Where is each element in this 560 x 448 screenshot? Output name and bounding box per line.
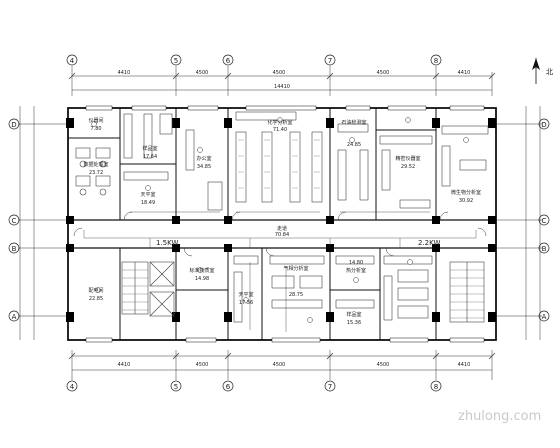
axis-label: 4: [70, 383, 75, 391]
room-name: 仪器间: [88, 117, 103, 124]
corridor-label: 走道: [277, 225, 287, 232]
room-name: 气相分析室: [283, 265, 308, 272]
axis-label: 7: [328, 383, 332, 391]
axis-label: C: [12, 217, 17, 225]
dimension-text: 4410: [458, 362, 471, 368]
axis-label: 8: [434, 383, 438, 391]
dimension-text: 4500: [273, 362, 286, 368]
room-area: 28.75: [289, 292, 303, 298]
room-area: 71.40: [273, 127, 287, 133]
dimension-text: 4500: [273, 70, 286, 76]
room-name: 化学分析室: [267, 119, 292, 126]
axis-label: 6: [226, 57, 231, 65]
axis-label: A: [542, 313, 547, 321]
room-area: 15.36: [347, 320, 361, 326]
dimension-text: 4500: [377, 70, 390, 76]
axis-bubbles-bottom: [66, 380, 442, 392]
room-area: 18.49: [141, 200, 155, 206]
load-label-left: 1.5KW: [156, 239, 178, 247]
axis-label: 5: [174, 57, 178, 65]
dimension-text: 4410: [458, 70, 471, 76]
room-area: 14.80: [349, 260, 363, 266]
lighting-fixtures: [91, 117, 469, 323]
room-name: 热分析室: [346, 267, 366, 274]
overall-dimension: 14410: [274, 84, 290, 90]
room-area: 23.72: [89, 170, 103, 176]
dimension-lines: [18, 66, 542, 380]
dimension-text: 4500: [377, 362, 390, 368]
room-area: 14.98: [195, 276, 209, 282]
room-area: 34.85: [197, 164, 211, 170]
room-area: 22.85: [89, 296, 103, 302]
room-name: 数据处理室: [83, 161, 108, 168]
room-area: 29.52: [401, 164, 415, 170]
room-area: 17.64: [143, 154, 157, 160]
stair-treads: [122, 269, 484, 319]
dimension-ticks: [68, 72, 496, 360]
room-name: 样品室: [142, 145, 157, 152]
axis-bubbles-side: [8, 118, 550, 322]
axis-label: A: [12, 313, 17, 321]
axis-label: C: [542, 217, 547, 225]
axis-label: B: [542, 245, 547, 253]
dimension-text: 4410: [118, 70, 131, 76]
axis-label: D: [541, 121, 546, 129]
corridor-area: 70.84: [275, 232, 289, 238]
axis-label: 8: [434, 57, 438, 65]
axis-label: 7: [328, 57, 332, 65]
room-area: 7.80: [90, 126, 101, 132]
room-name: 石油检测室: [341, 119, 366, 126]
dimension-text: 4500: [196, 362, 209, 368]
room-name: 天平室: [238, 291, 253, 298]
svg-text:北: 北: [546, 68, 553, 76]
room-name: 配电间: [88, 287, 103, 294]
watermark: zhulong.com: [458, 409, 541, 424]
room-name: 微生物分析室: [451, 189, 481, 196]
load-label-right: 2.2KW: [418, 239, 440, 247]
room-area: 24.85: [347, 142, 361, 148]
lab-bench-hatch: [238, 139, 320, 189]
lower-equipment: [121, 255, 485, 323]
north-arrow-icon: 北: [532, 58, 553, 84]
axis-label: B: [12, 245, 17, 253]
axis-label: D: [11, 121, 16, 129]
dimension-text: 4410: [118, 362, 131, 368]
corridor-doors: [73, 211, 487, 257]
room-name: 样品室: [346, 311, 361, 318]
axis-label: 4: [70, 57, 75, 65]
axis-label: 6: [226, 383, 231, 391]
lab-benches: [75, 111, 489, 211]
dimension-text: 4500: [196, 70, 209, 76]
room-name: 天平室: [140, 191, 155, 198]
axis-bubbles-top: [66, 54, 442, 66]
electrical-wiring: [83, 211, 477, 332]
room-name: 精密仪器室: [395, 155, 420, 162]
room-area: 30.92: [459, 198, 473, 204]
room-name: 办公室: [196, 155, 211, 162]
axis-label: 5: [174, 383, 178, 391]
room-name: 标准物质室: [189, 267, 214, 274]
corridor-walls: [68, 219, 496, 249]
room-area: 17.56: [239, 300, 253, 306]
windows: [85, 105, 485, 343]
